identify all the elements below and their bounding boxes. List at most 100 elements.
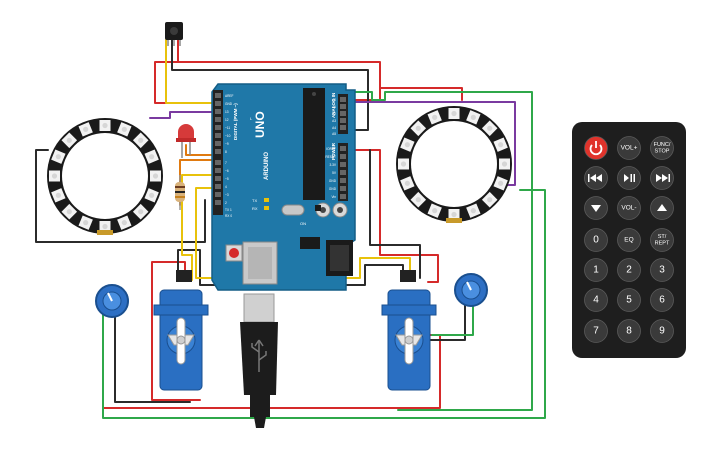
potentiometer-left[interactable] [95, 284, 129, 318]
svg-text:IOREF: IOREF [326, 147, 336, 151]
remote-button-label: 1 [593, 265, 599, 276]
remote-button-up[interactable] [650, 196, 674, 220]
svg-text:A3: A3 [332, 119, 336, 123]
atmega-chip [303, 88, 325, 200]
neopixel-led-dot [102, 223, 108, 230]
analog-power-pins [340, 97, 346, 199]
l-label: L [250, 116, 253, 121]
wire-orange-led[interactable] [185, 144, 213, 156]
neopixel-led-dot [121, 126, 127, 132]
wire-black-right-bottom[interactable] [419, 299, 466, 341]
neopixel-led-dot [487, 125, 493, 131]
remote-button-six[interactable]: 6 [650, 288, 674, 312]
rx-label: RX [252, 206, 258, 211]
remote-button-five[interactable]: 5 [617, 288, 641, 312]
remote-button-vol-up[interactable]: VOL+ [617, 136, 641, 160]
neopixel-led-dot [149, 192, 155, 198]
remote-button-play-pause[interactable] [617, 166, 641, 190]
neopixel-led-dot [501, 161, 508, 167]
neopixel-led-dot [121, 220, 127, 226]
neopixel-led-dot [487, 197, 493, 203]
wire-green-right[interactable] [344, 91, 533, 411]
remote-button-down[interactable] [584, 196, 608, 220]
svg-text:GND: GND [329, 187, 337, 191]
neopixel-led-dot [55, 154, 61, 160]
wire-black-left-ring[interactable] [35, 149, 206, 243]
neopixel-led-dot [415, 197, 421, 203]
up-arrow-icon [657, 204, 667, 211]
tx-label: TX [252, 198, 257, 203]
wire-red-right-ring[interactable] [379, 87, 463, 101]
neopixel-led-dot [66, 137, 72, 143]
remote-button-seven[interactable]: 7 [584, 319, 608, 343]
wire-black-left-bottom[interactable] [114, 299, 191, 403]
neopixel-led-dot [66, 209, 72, 215]
digital-pin-labels: AREF GND 13 12 ~11 ~10 ~9 8 7 ~6 ~5 4 ~3… [225, 94, 234, 218]
remote-button-vol-down[interactable]: VOL- [617, 196, 641, 220]
remote-button-eight[interactable]: 8 [617, 319, 641, 343]
remote-button-power[interactable] [584, 136, 608, 160]
remote-button-func-stop[interactable]: FUNC/STOP [650, 136, 674, 160]
neopixel-ring-left[interactable] [47, 118, 163, 235]
remote-button-label: REPT [655, 240, 670, 246]
remote-button-fast-forward[interactable] [650, 166, 674, 190]
fast-forward-icon [656, 174, 670, 182]
svg-text:A5: A5 [332, 132, 336, 136]
remote-button-rewind[interactable] [584, 166, 608, 190]
remote-button-two[interactable]: 2 [617, 258, 641, 282]
neopixel-led-dot [498, 180, 504, 186]
neopixel-led-dot [451, 110, 457, 117]
wire-yellow-ir[interactable] [165, 39, 213, 104]
remote-button-st-rept[interactable]: ST/REPT [650, 228, 674, 252]
neopixel-led-dot [102, 122, 108, 129]
remote-button-label: 4 [593, 295, 599, 306]
neopixel-led-dot [451, 211, 457, 218]
potentiometer-right[interactable] [454, 273, 488, 307]
remote-button-label: FUNC/ [654, 142, 671, 148]
wire-red-top[interactable] [154, 39, 179, 104]
remote-button-eq[interactable]: EQ [617, 228, 641, 252]
svg-text:5V: 5V [332, 171, 337, 175]
svg-text:AREF: AREF [225, 94, 234, 98]
wire-yellow-right-servo[interactable] [195, 187, 411, 279]
power-pin-labels: IOREF RESET 3.3V 5V GND GND Vin [325, 147, 337, 199]
remote-button-three[interactable]: 3 [650, 258, 674, 282]
resistor[interactable] [175, 175, 185, 210]
svg-text:A0: A0 [332, 98, 336, 102]
red-led[interactable] [176, 124, 196, 158]
neopixel-ring-right[interactable] [396, 106, 512, 223]
remote-button-zero[interactable]: 0 [584, 228, 608, 252]
usb-cable[interactable] [240, 293, 278, 428]
svg-text:TX 1: TX 1 [225, 208, 232, 212]
svg-text:~5: ~5 [225, 177, 229, 181]
svg-text:13: 13 [225, 110, 229, 114]
arduino-uno[interactable]: ARDUINO UNO DIGITAL (PWM ~) ANALOG IN PO… [211, 83, 356, 291]
remote-button-label: 8 [626, 326, 632, 337]
svg-text:RESET: RESET [325, 155, 336, 159]
remote-button-four[interactable]: 4 [584, 288, 608, 312]
wire-yellow-left-servo[interactable] [181, 174, 213, 281]
wire-green-pot-right[interactable] [431, 299, 474, 336]
neopixel-led-dot [51, 173, 58, 179]
neopixel-led-dot [432, 208, 438, 214]
neopixel-led-dot [138, 137, 144, 143]
neopixel-led-dot [415, 125, 421, 131]
ir-receiver[interactable] [165, 22, 183, 46]
remote-button-label: 7 [593, 326, 599, 337]
wire-green-bottom[interactable] [102, 189, 546, 419]
remote-button-nine[interactable]: 9 [650, 319, 674, 343]
wire-black-right[interactable] [369, 149, 421, 279]
svg-text:A2: A2 [332, 112, 336, 116]
neopixel-led-dot [470, 208, 476, 214]
wire-red-left-servo[interactable] [151, 261, 201, 401]
neopixel-led-dot [83, 220, 89, 226]
servo-right[interactable] [381, 270, 437, 391]
servo-left[interactable] [153, 270, 209, 391]
wire-red-right-loop[interactable] [354, 149, 439, 283]
remote-button-one[interactable]: 1 [584, 258, 608, 282]
wire-black-top[interactable] [171, 39, 369, 131]
wire-red-top-right[interactable] [177, 61, 381, 101]
svg-text:GND: GND [225, 102, 233, 106]
